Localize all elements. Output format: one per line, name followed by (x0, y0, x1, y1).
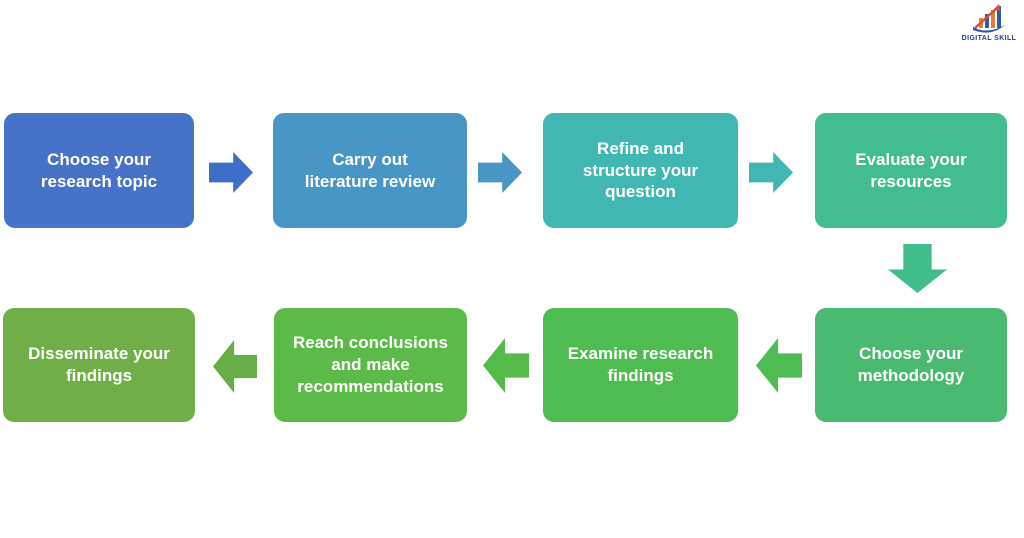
logo-bars-icon (973, 4, 1005, 33)
flow-step-disseminate-findings: Disseminate your findings (3, 308, 195, 422)
flow-step-label: Carry out literature review (304, 149, 436, 191)
flow-step-choose-research-topic: Choose your research topic (4, 113, 194, 228)
arrow-right-icon (749, 152, 793, 193)
arrow-left-icon (483, 338, 529, 393)
flow-step-label: Examine research findings (567, 344, 714, 385)
flow-step-evaluate-resources: Evaluate your resources (815, 113, 1007, 228)
arrow-down-icon (888, 244, 947, 293)
flow-step-examine-findings: Examine research findings (543, 308, 738, 422)
arrow-left-icon (756, 338, 802, 393)
arrow-right-icon (478, 152, 522, 193)
logo-text: DIGITAL SKILL (961, 35, 1017, 42)
arrow-right-icon (209, 152, 253, 193)
arrow-left-icon (213, 340, 257, 393)
digital-skill-logo: DIGITAL SKILL (960, 4, 1018, 42)
flow-step-label: Refine and structure your question (582, 138, 699, 202)
flow-step-label: Reach conclusions and make recommendatio… (293, 333, 448, 396)
flow-step-label: Disseminate your findings (28, 344, 170, 385)
flow-step-label: Evaluate your resources (855, 149, 967, 191)
flow-step-reach-conclusions: Reach conclusions and make recommendatio… (274, 308, 467, 422)
flow-step-label: Choose your research topic (40, 149, 158, 191)
flow-step-choose-methodology: Choose your methodology (815, 308, 1007, 422)
flow-step-label: Choose your methodology (857, 344, 965, 385)
flow-step-literature-review: Carry out literature review (273, 113, 467, 228)
flow-step-refine-question: Refine and structure your question (543, 113, 738, 228)
